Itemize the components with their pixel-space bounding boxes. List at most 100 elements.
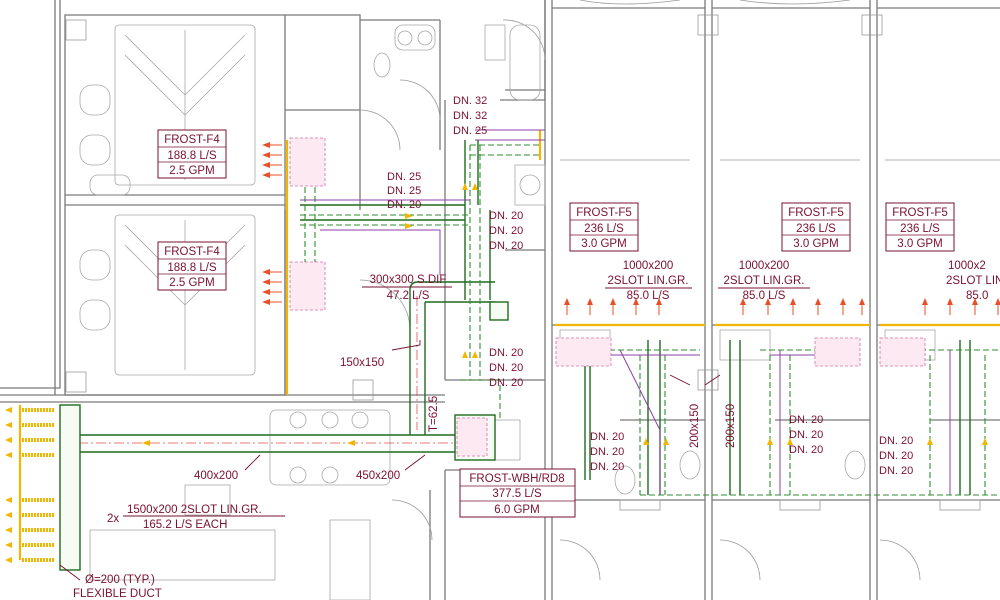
pipe-size: DN. 20 [590, 446, 624, 458]
pipe-size: DN. 25 [453, 125, 487, 137]
pipe-size: DN. 20 [489, 225, 523, 237]
pipe-labels-unit-a-right: DN. 20 DN. 20 DN. 20 [789, 414, 823, 456]
unit-label-f4-bottom: FROST-F4 188.8 L/S 2.5 GPM [157, 241, 227, 291]
unit-name: FROST-F4 [164, 134, 220, 146]
unit-gpm: 6.0 GPM [494, 504, 539, 516]
diffuser-label: 300x300 S.DIF 47.2 L/S [362, 274, 452, 302]
leader-lines [59, 340, 721, 581]
pipe-size: DN. 20 [489, 210, 523, 222]
pipe-size: DN. 32 [453, 95, 487, 107]
unit-gpm: 3.0 GPM [581, 238, 626, 250]
unit-label-f5-b: FROST-F5 236 L/S 3.0 GPM [781, 202, 851, 252]
grille-count: 2x [107, 513, 119, 525]
unit-name: FROST-F5 [788, 207, 844, 219]
riser-size-1: 200x150 [689, 404, 701, 448]
pipe-size: DN. 25 [387, 171, 421, 183]
pipe-size: DN. 20 [789, 414, 823, 426]
grille-size: 1000x200 [623, 260, 674, 272]
flex-duct-outlets [5, 407, 55, 563]
unit-gpm: 2.5 GPM [169, 277, 214, 289]
grille-label-1: 1000x200 2SLOT LIN.GR. 85.0 L/S [605, 260, 692, 302]
unit-flow: 236 L/S [900, 223, 940, 235]
pipe-size: DN. 20 [489, 240, 523, 252]
duct-size-450: 450x200 [356, 470, 400, 482]
pipe-labels-unit-a-left: DN. 20 DN. 20 DN. 20 [590, 431, 624, 473]
pipe-labels-lower: DN. 20 DN. 20 DN. 20 [489, 347, 523, 389]
arrow-heads-apartments [564, 298, 1000, 305]
unit-flow: 377.5 L/S [492, 488, 542, 500]
grille-type: 2SLOT LIN.GR. [608, 275, 689, 287]
unit-gpm: 3.0 GPM [897, 238, 942, 250]
supply-plenum [59, 404, 81, 571]
duct-size-labels: 150x150 400x200 450x200 T=62.5 200x150 2… [194, 357, 737, 482]
grille-flow: 85.0 L/S [743, 290, 786, 302]
unit-flow: 188.8 L/S [167, 262, 217, 274]
diffuser-box [489, 301, 509, 321]
duct-size-150: 150x150 [340, 357, 384, 369]
pipe-size: DN. 20 [590, 431, 624, 443]
flex-diameter: Ø=200 (TYP.) [85, 574, 155, 586]
pipe-size: DN. 20 [387, 199, 421, 211]
unit-flow: 236 L/S [584, 223, 624, 235]
unit-label-f4-top: FROST-F4 188.8 L/S 2.5 GPM [157, 129, 227, 179]
fcu-apt-a [555, 337, 612, 367]
pipe-size: DN. 25 [387, 185, 421, 197]
pipe-labels-unit-b-left: DN. 20 DN. 20 DN. 20 [879, 435, 913, 477]
pipe-size: DN. 20 [789, 429, 823, 441]
duct-size-400: 400x200 [194, 470, 238, 482]
grille-size: 1000x200 [739, 260, 790, 272]
airflow-arrows [5, 142, 1000, 563]
pipe-size: DN. 20 [489, 377, 523, 389]
unit-flow: 236 L/S [796, 223, 836, 235]
duct-t-value: T=62.5 [428, 396, 440, 432]
fcu-apt-b [814, 337, 861, 367]
water-flow-arrows [142, 183, 988, 446]
unit-name: FROST-F4 [164, 246, 220, 258]
riser-size-2: 200x150 [725, 404, 737, 448]
supply-lines [18, 130, 1000, 560]
pipe-size: DN. 20 [489, 362, 523, 374]
grille-size: 1000x2 [948, 260, 986, 272]
unit-flow: 188.8 L/S [167, 150, 217, 162]
pipe-size: DN. 32 [453, 110, 487, 122]
arrows-top-unit [262, 142, 282, 305]
unit-name: FROST-WBH/RD8 [469, 473, 564, 485]
diffuser-flow: 47.2 L/S [387, 290, 430, 302]
fcu-top [289, 137, 326, 187]
pipe-size: DN. 20 [879, 435, 913, 447]
grille-type: 2SLOT LIN.G [946, 275, 1000, 287]
pipe-labels-mid: DN. 20 DN. 20 DN. 20 [489, 210, 523, 252]
pipe-labels-topright: DN. 32 DN. 32 DN. 25 [453, 95, 487, 137]
unit-name: FROST-F5 [892, 207, 948, 219]
grille-flow: 85.0 L/S [627, 290, 670, 302]
fan-coil-units [289, 137, 926, 457]
fcu-apt-c [879, 337, 926, 367]
pipe-size: DN. 20 [590, 461, 624, 473]
flex-duct-note: Ø=200 (TYP.) FLEXIBLE DUCT [73, 574, 162, 600]
unit-label-wbh: FROST-WBH/RD8 377.5 L/S 6.0 GPM [459, 468, 576, 518]
unit-name: FROST-F5 [576, 207, 632, 219]
pipe-size: DN. 20 [789, 444, 823, 456]
unit-gpm: 3.0 GPM [793, 238, 838, 250]
pipe-size: DN. 20 [879, 465, 913, 477]
grille-type: 1500x200 2SLOT LIN.GR. [127, 504, 262, 516]
arrows-apartments [566, 302, 999, 315]
unit-label-f5-a: FROST-F5 236 L/S 3.0 GPM [569, 202, 639, 252]
pipe-labels-bath: DN. 25 DN. 25 DN. 20 [387, 171, 421, 211]
grille-label-2: 1000x200 2SLOT LIN.GR. 85.0 L/S [718, 260, 810, 302]
grille-type: 2SLOT LIN.GR. [724, 275, 805, 287]
unit-label-f5-c: FROST-F5 236 L/S 3.0 GPM [885, 202, 955, 252]
pipe-size: DN. 20 [879, 450, 913, 462]
diffuser-size: 300x300 S.DIF [370, 274, 447, 286]
fcu-wbh [456, 417, 488, 457]
flex-label: FLEXIBLE DUCT [73, 588, 162, 600]
grille-label-living: 2x 1500x200 2SLOT LIN.GR. 165.2 L/S EACH [107, 504, 285, 531]
pipe-size: DN. 20 [489, 347, 523, 359]
grille-flow: 165.2 L/S EACH [143, 519, 227, 531]
grille-flow: 85.0 [966, 290, 988, 302]
fcu-bottom [289, 261, 326, 311]
unit-gpm: 2.5 GPM [169, 165, 214, 177]
grille-label-3: 1000x2 2SLOT LIN.G 85.0 [946, 260, 1000, 302]
